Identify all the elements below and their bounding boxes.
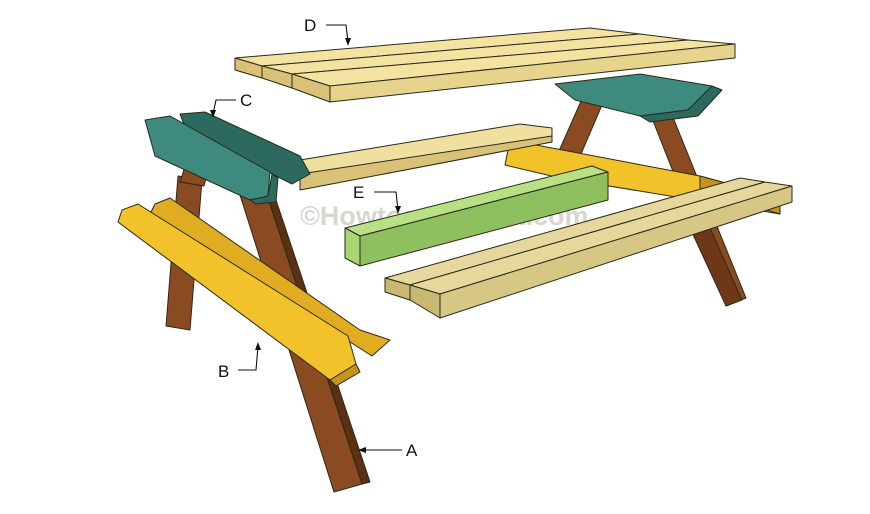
- brace: [344, 165, 609, 267]
- back-seat-front: [299, 135, 553, 191]
- label-e: E: [353, 183, 364, 202]
- label-a: A: [406, 441, 418, 460]
- arrowhead-e: [395, 206, 401, 214]
- callouts: [210, 24, 402, 453]
- front-seat: [384, 177, 793, 319]
- right-top-support-face: [639, 85, 723, 123]
- front-seat-side: [439, 185, 793, 319]
- left-seat-support-face: [329, 363, 361, 387]
- callout-line-e: [374, 191, 399, 211]
- brace-side: [359, 171, 609, 267]
- callout-line-d: [326, 24, 349, 43]
- arrowhead-a: [358, 447, 366, 453]
- left-leg-assembly: [117, 111, 391, 493]
- left-top-support-face: [249, 173, 279, 205]
- back-seat: [299, 123, 553, 191]
- label-c: C: [240, 91, 252, 110]
- callout-line-c: [212, 99, 236, 115]
- arrowhead-c: [210, 110, 216, 118]
- tabletop: [234, 27, 736, 103]
- callout-line-b: [238, 345, 259, 371]
- label-b: B: [218, 362, 229, 381]
- tabletop-side: [329, 43, 736, 103]
- arrowhead-b: [255, 342, 261, 350]
- arrowhead-d: [345, 38, 351, 46]
- label-d: D: [304, 16, 316, 35]
